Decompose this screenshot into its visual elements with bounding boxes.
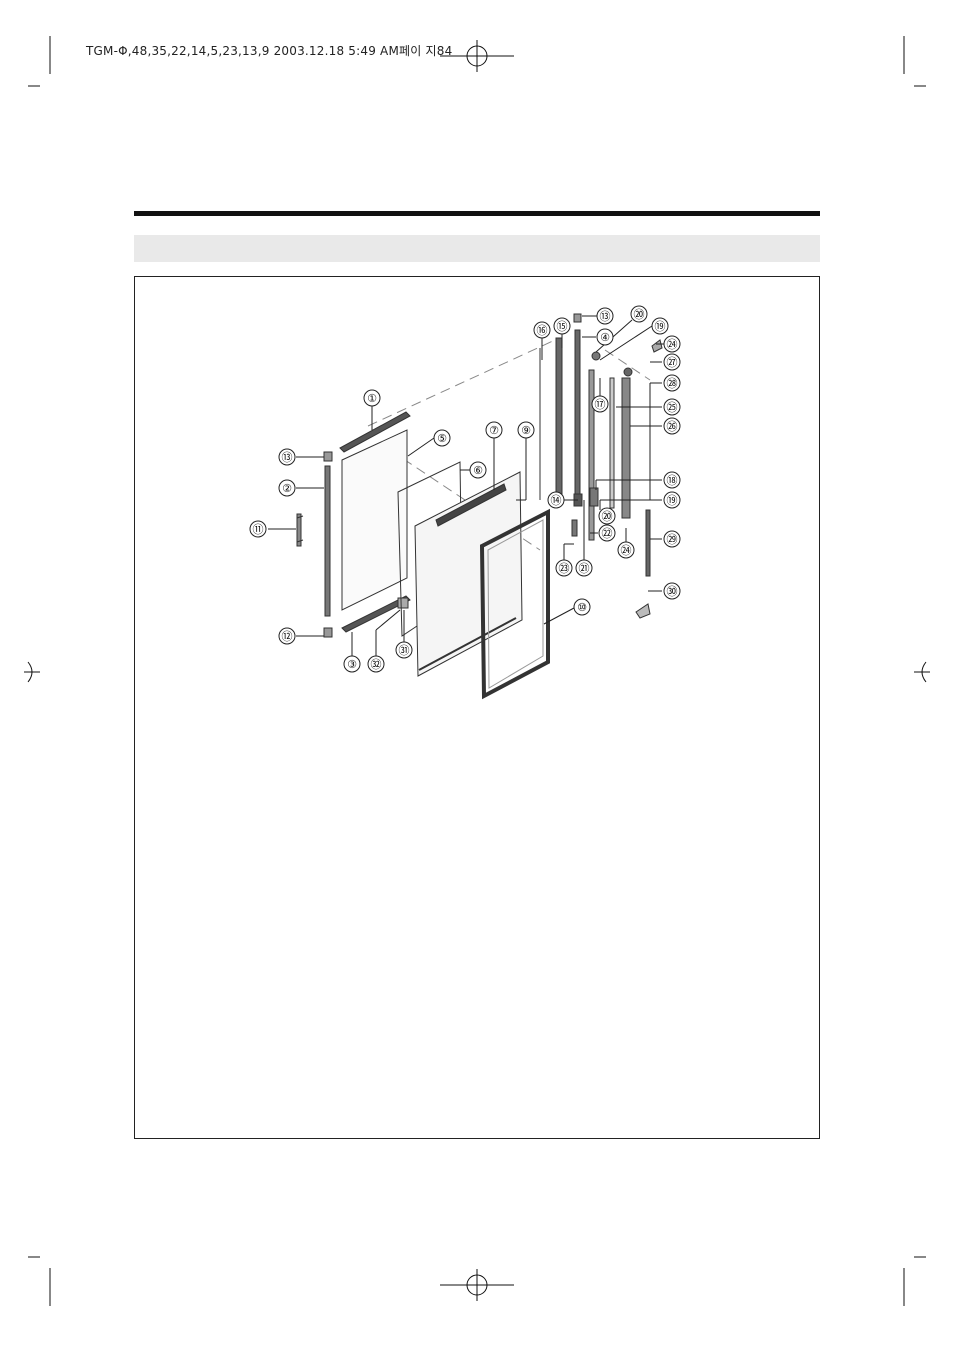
- callout-28: ㉘: [663, 374, 681, 392]
- callout-14: ⑭: [547, 491, 565, 509]
- left-rail: [323, 451, 333, 638]
- callout-label: ㉘: [667, 377, 678, 390]
- callout-20-bottom: ⑳: [598, 507, 616, 525]
- callout-label: ⑬: [282, 451, 293, 464]
- callout-17: ⑰: [591, 395, 609, 413]
- callout-23: ㉓: [555, 559, 573, 577]
- callout-24-bottom: ㉔: [617, 541, 635, 559]
- callout-18: ⑱: [663, 471, 681, 489]
- print-slug: TGM-Φ,48,35,22,14,5,23,13,9 2003.12.18 5…: [86, 44, 453, 58]
- callout-5: ⑤: [433, 429, 451, 447]
- callout-label: ⑬: [600, 310, 611, 323]
- registration-mark-top: [440, 40, 514, 72]
- callout-label: ⑲: [655, 320, 666, 333]
- callout-label: ⑳: [602, 510, 613, 523]
- callout-19-bottom: ⑲: [663, 491, 681, 509]
- callout-1: ①: [363, 389, 381, 407]
- callout-label: ⑱: [667, 474, 678, 487]
- callout-label: ㉕: [667, 401, 678, 414]
- callout-label: ⑭: [551, 494, 562, 507]
- callout-22: ㉒: [598, 524, 616, 542]
- callout-30: ㉚: [663, 582, 681, 600]
- callout-label: ⑥: [473, 464, 483, 477]
- callout-12: ⑫: [278, 627, 296, 645]
- callout-24-top: ㉔: [663, 335, 681, 353]
- callout-label: ⑩: [577, 601, 587, 614]
- callout-2: ②: [278, 479, 296, 497]
- callout-10: ⑩: [573, 598, 591, 616]
- leader-lines: [268, 315, 664, 656]
- registration-mark-right: [914, 661, 930, 683]
- outer-frame: [479, 508, 550, 700]
- callout-label: ④: [600, 331, 610, 344]
- callout-11: ⑪: [249, 520, 267, 538]
- callout-label: ㉙: [667, 533, 678, 546]
- callout-label: ⑲: [667, 494, 678, 507]
- callout-16: ⑯: [533, 321, 551, 339]
- callout-label: ㉗: [667, 356, 678, 369]
- callout-label: ⑮: [557, 320, 568, 333]
- callout-20-top: ⑳: [630, 305, 648, 323]
- callout-label: ⑫: [282, 630, 293, 643]
- bottom-bar: [341, 595, 411, 633]
- callout-label: ㉛: [399, 644, 410, 657]
- callout-label: ⑳: [634, 308, 645, 321]
- callout-label: ⑦: [489, 424, 499, 437]
- callout-9: ⑨: [517, 421, 535, 439]
- registration-mark-left: [24, 661, 40, 683]
- callout-21: ㉑: [575, 559, 593, 577]
- callout-label: ㉒: [602, 527, 613, 540]
- callout-25: ㉕: [663, 398, 681, 416]
- callout-label: ⑨: [521, 424, 531, 437]
- callout-26: ㉖: [663, 417, 681, 435]
- callout-label: ⑰: [595, 398, 606, 411]
- callout-label: ⑤: [437, 432, 447, 445]
- callout-label: ①: [367, 392, 377, 405]
- registration-mark-bottom: [440, 1269, 514, 1301]
- callout-7: ⑦: [485, 421, 503, 439]
- callout-13-right: ⑬: [596, 307, 614, 325]
- callout-13-left: ⑬: [278, 448, 296, 466]
- callout-15: ⑮: [553, 317, 571, 335]
- callout-32: ㉜: [367, 655, 385, 673]
- section-title-band: [134, 235, 820, 262]
- callout-27: ㉗: [663, 353, 681, 371]
- callout-29: ㉙: [663, 530, 681, 548]
- callout-4: ④: [596, 328, 614, 346]
- callout-label: ㉔: [621, 544, 632, 557]
- callout-label: ㉚: [667, 585, 678, 598]
- title-rule: [134, 211, 820, 216]
- seal-strips: [539, 313, 582, 504]
- callout-label: ⑯: [537, 324, 548, 337]
- callout-label: ㉖: [667, 420, 678, 433]
- callout-6: ⑥: [469, 461, 487, 479]
- callout-19-top: ⑲: [651, 317, 669, 335]
- callout-label: ㉑: [579, 562, 590, 575]
- callout-label: ㉜: [371, 658, 382, 671]
- callouts: ① ② ③ ④ ⑤ ⑥ ⑦ ⑨ ⑩ ⑪ ⑫ ⑬ ⑬ ⑭ ⑮ ⑯ ⑰ ⑱ ⑲ ⑲ …: [249, 305, 681, 673]
- handle-part: [296, 513, 304, 547]
- callout-label: ㉔: [667, 338, 678, 351]
- callout-31: ㉛: [395, 641, 413, 659]
- callout-label: ③: [347, 658, 357, 671]
- inner-panel: [339, 411, 411, 611]
- callout-3: ③: [343, 655, 361, 673]
- callout-label: ②: [282, 482, 292, 495]
- glass-panel: [414, 471, 523, 677]
- diagram-frame: [134, 276, 820, 1139]
- callout-label: ⑪: [253, 523, 264, 536]
- callout-label: ㉓: [559, 562, 570, 575]
